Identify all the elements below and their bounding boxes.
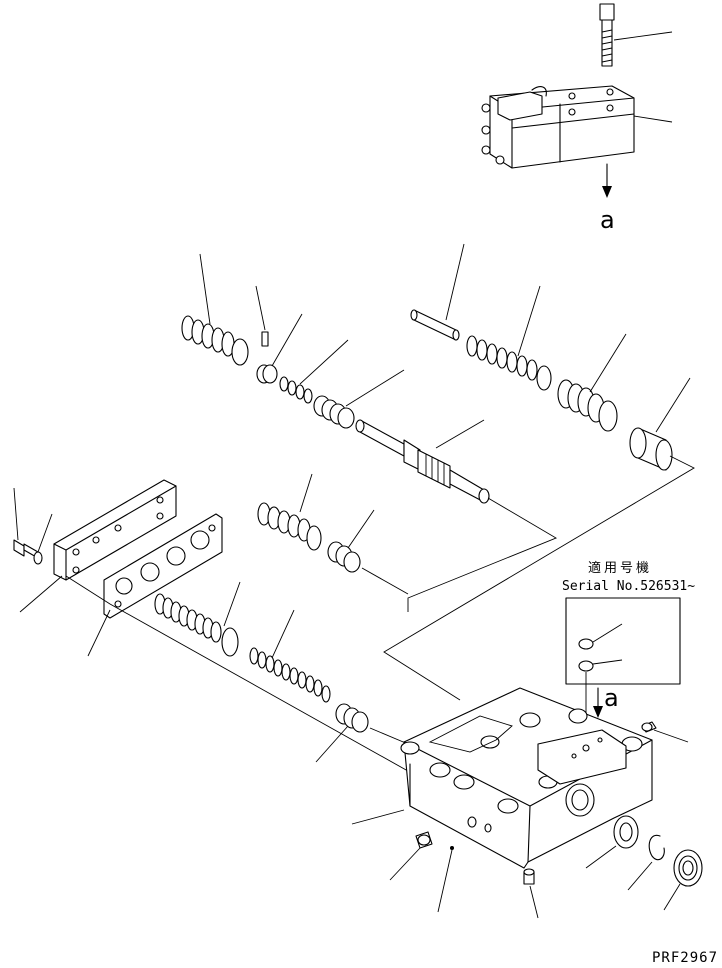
leader-line (299, 473, 313, 513)
centerline (65, 575, 425, 781)
ball-part (450, 846, 454, 850)
oil-seal-part (673, 849, 703, 887)
leader-line (589, 333, 627, 393)
leader-line (255, 285, 266, 331)
seal-part (613, 815, 639, 849)
spring-part (181, 315, 249, 366)
leader-line (199, 253, 211, 325)
inner-spring-part (249, 647, 331, 703)
leader-line (627, 861, 653, 891)
reference-arrow-head (593, 706, 603, 718)
leader-line (585, 845, 617, 869)
leader-line (633, 115, 673, 123)
leader-line (271, 609, 295, 659)
centerline (383, 455, 695, 701)
leader-line (345, 369, 405, 407)
leader-line (299, 339, 349, 385)
bolt-part (599, 3, 615, 67)
valve-body-part (400, 687, 653, 869)
lower-plug-part (335, 703, 369, 733)
serial-number-label: Serial No.526531~ (562, 579, 695, 594)
pin-part (261, 331, 269, 347)
collar-part (256, 364, 278, 384)
leader-line (271, 313, 303, 367)
middle-plug-part (327, 541, 361, 573)
plug-part (313, 395, 355, 429)
leader-line (315, 725, 349, 763)
piston-part (629, 427, 673, 471)
leader-line (529, 885, 539, 919)
bottom-fitting-part (523, 868, 535, 885)
spool-part (355, 419, 490, 504)
left-fitting-part (415, 831, 433, 849)
small-spring-part (279, 376, 313, 404)
rod-part (410, 309, 460, 341)
leader-line (37, 513, 53, 553)
drawing-code: PRF2967 (652, 950, 718, 966)
snap-ring-part (648, 834, 665, 861)
centerline (407, 497, 558, 612)
serial-applicable-label: 適用号機 (588, 560, 652, 576)
solenoid-valve-part (481, 85, 635, 198)
centerline (369, 727, 409, 745)
washer-part (33, 551, 43, 565)
gasket-part (103, 513, 223, 619)
leader-line (19, 575, 63, 613)
reference-letter-a-top: a (600, 206, 615, 234)
middle-spring-part (257, 502, 322, 551)
serial-inset-box (565, 597, 681, 685)
leader-line (653, 729, 689, 743)
leader-line (351, 809, 405, 825)
leader-line (655, 377, 691, 433)
leader-line (517, 285, 541, 357)
cover-plate-part (53, 479, 177, 581)
large-spring-part (557, 379, 618, 432)
centerline (361, 567, 409, 595)
leader-line (13, 487, 19, 541)
leader-line (437, 849, 453, 913)
lower-spring-part (154, 593, 239, 657)
leader-line (663, 883, 681, 911)
leader-line (389, 847, 421, 881)
leader-line (435, 419, 485, 449)
leader-line (87, 609, 111, 657)
plug-fitting-part (641, 721, 657, 733)
leader-line (445, 243, 465, 321)
long-spring-part (466, 335, 552, 391)
leader-line (347, 509, 375, 549)
leader-line (613, 31, 673, 41)
reference-letter-a-body: a (604, 684, 619, 712)
leader-line (223, 581, 241, 627)
